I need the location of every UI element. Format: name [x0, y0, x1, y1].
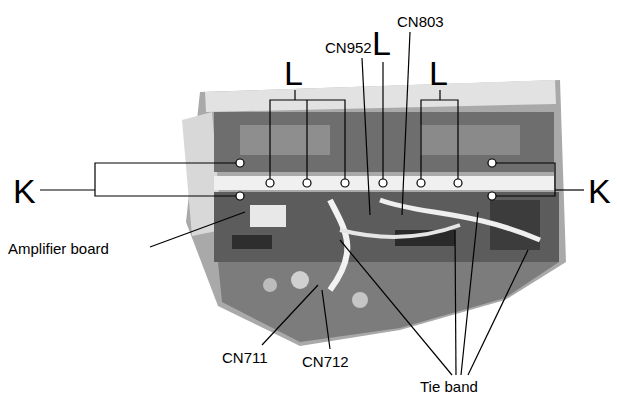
- top-panel: [205, 80, 556, 112]
- callout-letter: K: [588, 174, 611, 208]
- leader-line: [270, 100, 345, 179]
- leader-line: [306, 100, 307, 179]
- leader-line: [496, 163, 555, 196]
- leader-line: [402, 32, 410, 215]
- photo: [182, 80, 566, 346]
- wire-bundle: [340, 225, 460, 237]
- screw-points: [236, 159, 496, 200]
- main-board: [218, 262, 559, 342]
- connector-label: CN952: [325, 40, 372, 55]
- component: [420, 125, 520, 155]
- component: [240, 125, 330, 155]
- screw-point: [417, 179, 425, 187]
- leader-line: [362, 58, 370, 215]
- leader-line: [555, 189, 584, 190]
- callout-letter: L: [284, 56, 303, 90]
- leader-line: [322, 290, 330, 349]
- screw-point: [488, 192, 496, 200]
- connector-label: CN711: [222, 350, 268, 365]
- screw-point: [341, 179, 349, 187]
- leader-line: [262, 285, 318, 345]
- capacitor: [263, 278, 277, 292]
- leader-lines: [40, 32, 584, 375]
- screw-point: [266, 179, 274, 187]
- leader-line: [439, 90, 440, 100]
- callout-letter: K: [13, 174, 36, 208]
- leader-line: [421, 100, 458, 179]
- screw-point: [236, 159, 244, 167]
- leader-line: [461, 212, 478, 375]
- capacitor: [291, 271, 309, 289]
- board-lower: [214, 192, 559, 262]
- component: [250, 205, 286, 227]
- capacitor: [352, 292, 368, 308]
- connector-label: CN712: [302, 354, 349, 369]
- screw-point: [236, 192, 244, 200]
- callout-letter: L: [429, 56, 448, 90]
- leader-line: [294, 90, 295, 100]
- wire-bundle: [380, 200, 540, 240]
- connector-label: CN803: [397, 14, 444, 29]
- part-label: Amplifier board: [8, 241, 109, 256]
- screw-point: [454, 179, 462, 187]
- screw-point: [303, 179, 311, 187]
- part-label: Tie band: [420, 379, 478, 394]
- leader-line: [150, 212, 245, 247]
- heat-sink-bar: [214, 176, 554, 190]
- leader-line: [455, 230, 456, 375]
- leader-line: [382, 62, 383, 179]
- leader-line: [95, 163, 236, 196]
- callout-letter: L: [372, 26, 391, 60]
- leader-line: [40, 189, 95, 190]
- screw-point: [488, 159, 496, 167]
- component: [232, 235, 272, 249]
- screw-point: [379, 179, 387, 187]
- leader-line: [468, 250, 528, 375]
- leader-line: [340, 240, 452, 375]
